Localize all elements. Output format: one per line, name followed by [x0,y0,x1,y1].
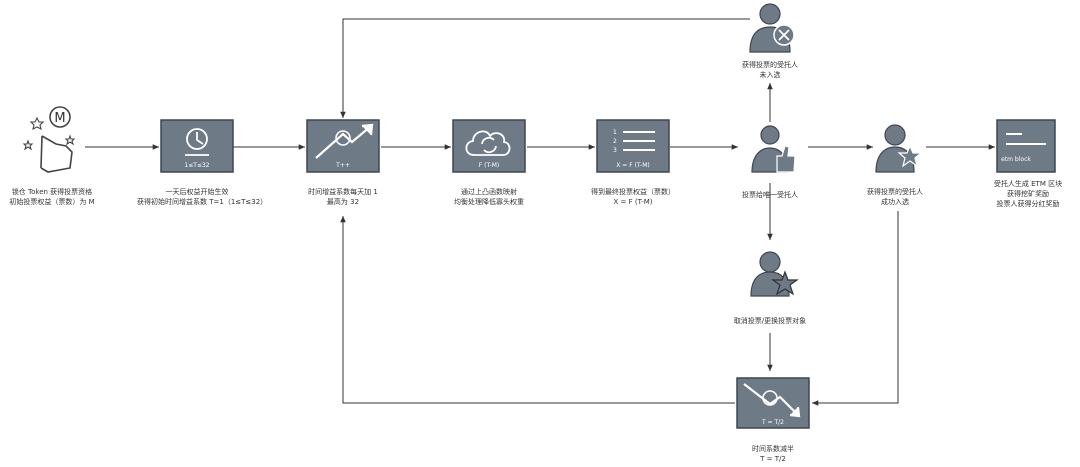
list-number-2: 2 [613,138,617,145]
voter-thumbs-up-icon [751,125,796,173]
grow-caption: 时间增益系数每天加 1 最高为 32 [308,188,378,206]
elected-caption: 获得投票的受托人 成功入选 [867,188,923,206]
notelected-caption: 获得投票的受托人 未入选 [742,61,798,79]
elected-person-star-icon [875,124,923,173]
block-lines-icon [1006,133,1046,145]
lock-token-icon [22,106,76,173]
list-icon [623,131,655,151]
halve-box [736,377,810,429]
list-number-3: 3 [613,147,617,154]
weight-box-text: X = F (T-M) [616,162,649,169]
clock-box [160,119,234,173]
trend-up-icon [315,123,374,159]
cancel-person-star-icon [750,251,799,297]
grow-box-text: T++ [335,162,350,169]
etm-block-box [996,119,1056,173]
lock-caption: 锁仓 Token 获得投票资格 初始投票权益（票数）为 M [9,188,95,206]
halve-caption: 时间系数减半 T = T/2 [752,445,794,463]
func-box [452,119,526,173]
weight-caption: 得到最终投票权益（票数） X = F (T-M) [591,188,675,206]
cancel-caption: 取消投票/更换投票对象 [733,317,807,325]
start-box-text: 1≤T≤32 [184,162,209,169]
lock-badge: M [54,111,65,126]
func-box-text: F (T-M) [479,162,500,169]
block-caption: 受托人生成 ETM 区块 获得挖矿奖励 投票人获得分红奖励 [993,180,1063,208]
list-number-1: 1 [613,129,617,136]
grow-box [306,119,380,173]
block-box-text: etm block [1001,156,1031,163]
trend-down-icon [743,383,801,418]
vote-caption: 投票给唯一受托人 [742,191,798,199]
cloud-sync-icon [465,130,511,156]
start-caption: 一天后权益开始生效 获得初始时间增益系数 T=1（1≤T≤32） [137,188,268,206]
not-elected-person-icon [749,3,795,53]
func-caption: 通过上凸函数映射 均衡处理降低寡头权重 [454,188,524,206]
weight-box [596,119,670,173]
clock-icon [185,128,209,156]
edge-notelected-to-grow [340,18,750,118]
edge-elected-to-halve [812,211,899,406]
edge-halve-to-grow [340,216,735,404]
halve-box-text: T = T/2 [761,419,784,426]
